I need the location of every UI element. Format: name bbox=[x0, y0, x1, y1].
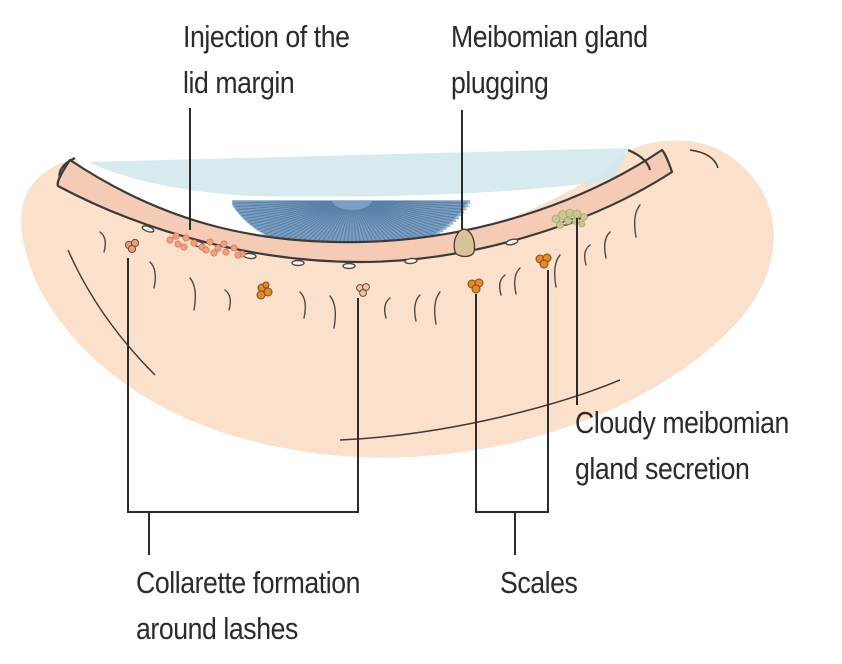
meibomian-plug bbox=[453, 228, 476, 258]
label-injection: Injection of the lid margin bbox=[183, 19, 350, 100]
skin-fold-right bbox=[689, 149, 719, 169]
lid-margin-injection bbox=[166, 232, 246, 259]
label-meibomian-plugging: Meibomian gland plugging bbox=[451, 19, 648, 100]
tear-film bbox=[88, 148, 628, 197]
leader-lines bbox=[127, 108, 578, 555]
label-cloudy-secretion: Cloudy meibomian gland secretion bbox=[575, 405, 789, 486]
scale-2 bbox=[467, 278, 484, 294]
eyelashes bbox=[99, 204, 641, 329]
lateral-canthus bbox=[627, 148, 652, 171]
label-collarette: Collarette formation around lashes bbox=[136, 565, 361, 646]
lid-margin bbox=[56, 148, 674, 264]
scale-1 bbox=[256, 281, 273, 300]
label-scales: Scales bbox=[500, 565, 578, 600]
leader-collarette bbox=[127, 258, 359, 513]
eyelid-crease bbox=[58, 157, 76, 179]
skin-fold-left bbox=[67, 249, 156, 376]
gland-orifices bbox=[141, 218, 575, 270]
skin-fold-lower bbox=[339, 379, 621, 441]
collarette-right bbox=[356, 283, 370, 297]
scale-3 bbox=[535, 253, 552, 269]
collarette-left bbox=[124, 238, 140, 254]
leader-scales bbox=[475, 270, 549, 513]
